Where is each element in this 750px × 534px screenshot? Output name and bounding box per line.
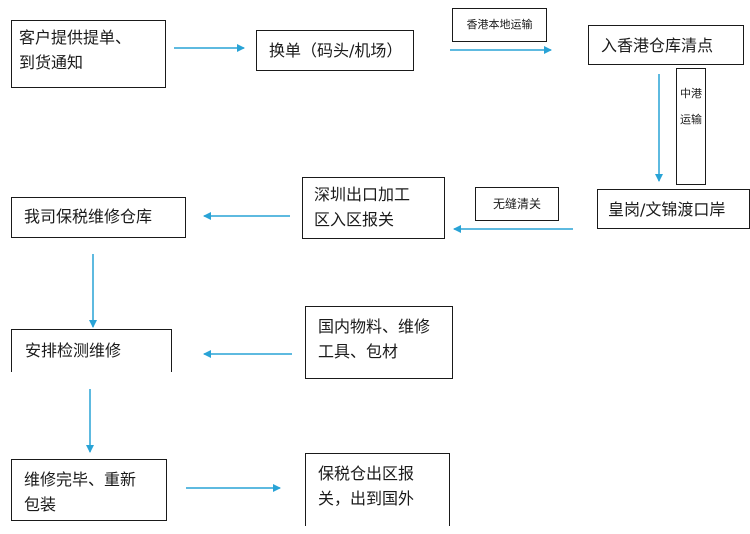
node-szecz-entry: 深圳出口加工 区入区报关 [302,177,445,239]
node-customer-bill: 客户提供提单、 到货通知 [11,20,166,88]
node-repack: 维修完毕、重新 包装 [11,459,167,521]
node-bonded-warehouse: 我司保税维修仓库 [11,197,186,238]
node-inspect-repair: 安排检测维修 [11,329,172,372]
node-bonded-exit: 保税仓出区报 关，出到国外 [305,453,450,526]
node-hk-warehouse: 入香港仓库清点 [588,25,744,65]
node-domestic-materials: 国内物料、维修 工具、包材 [305,306,453,379]
label-cn-hk-transport: 中港运输 [676,68,706,185]
node-exchange-bill: 换单（码头/机场） [256,30,414,71]
node-port: 皇岗/文锦渡口岸 [597,189,750,229]
label-hk-transport: 香港本地运输 [452,8,547,42]
label-seamless-clearance: 无缝清关 [475,187,559,221]
